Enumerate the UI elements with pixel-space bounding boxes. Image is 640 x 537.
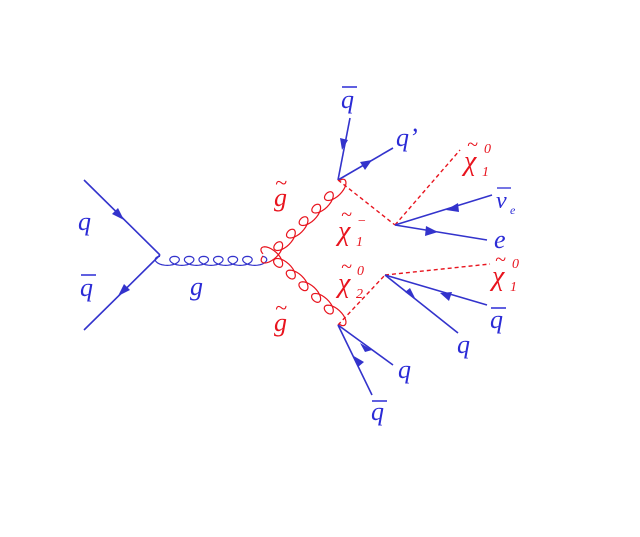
label-gluon: g [190,272,203,301]
label-neutralino1-top-tilde: ~ [467,134,478,156]
label-neutralino2-sub: 2 [356,287,363,302]
antiquark-top-line [337,117,351,181]
label-qbar-top: q [341,85,354,114]
label-chargino-sup: − [357,214,366,229]
antiquark-right-arrow [440,292,452,301]
label-neutralino2: χ [335,268,351,299]
label-neutralino2-tilde: ~ [341,256,352,278]
neutrino-line [394,194,493,226]
label-neutralino2-sup: 0 [357,264,364,279]
neutralino1-top-line [394,149,461,226]
label-qbar-bottom: q [371,397,384,426]
gluino-top-line [260,178,347,264]
label-neutrino-sub: e [510,203,516,217]
antiquark-bottom-arrow [352,355,364,367]
label-neutralino1-top: χ [461,146,477,177]
label-neutralino1-bottom-sub: 1 [510,280,517,295]
neutralino1-bottom-line [384,263,491,276]
label-neutrino: ν [496,188,507,214]
label-gluino-bottom: g [274,308,287,337]
label-q-bottom: q [398,355,411,384]
incoming-antiquark-arrow [118,284,130,296]
label-qbar-right: q [490,305,503,334]
label-neutralino1-bottom: χ [489,261,505,292]
label-q-right: q [457,330,470,359]
neutrino-arrow [446,203,459,212]
label-chargino-tilde: ~ [341,204,352,226]
label-neutralino1-bottom-sup: 0 [512,257,519,272]
gluino-bottom-line [260,246,347,327]
neutralino2-line [337,274,386,326]
electron-line [394,224,488,241]
label-chargino: χ [335,216,351,247]
quark-prime-arrow [360,160,372,170]
s-channel-gluon [154,255,268,266]
chargino-line [337,179,396,226]
electron-arrow [425,226,438,236]
antiquark-right-line [384,274,488,306]
label-neutralino1-top-sup: 0 [484,142,491,157]
label-qbar-in: q [80,273,93,302]
label-chargino-sub: 1 [356,235,363,250]
label-neutralino1-bottom-tilde: ~ [495,249,506,271]
label-qprime: q’ [396,123,418,152]
quark-bottom-arrow [360,343,372,352]
quark-right-line [384,274,459,334]
quark-right-arrow [405,288,416,300]
incoming-quark-arrow [112,208,124,220]
label-gluino-bottom-tilde: ~ [275,295,287,320]
label-neutralino1-top-sub: 1 [482,165,489,180]
label-gluino-top-tilde: ~ [275,170,287,195]
label-gluino-top: g [274,183,287,212]
label-electron: e [494,225,506,254]
label-q-in: q [78,207,91,236]
antiquark-top-arrow [340,138,348,150]
quark-bottom-line [337,324,394,366]
